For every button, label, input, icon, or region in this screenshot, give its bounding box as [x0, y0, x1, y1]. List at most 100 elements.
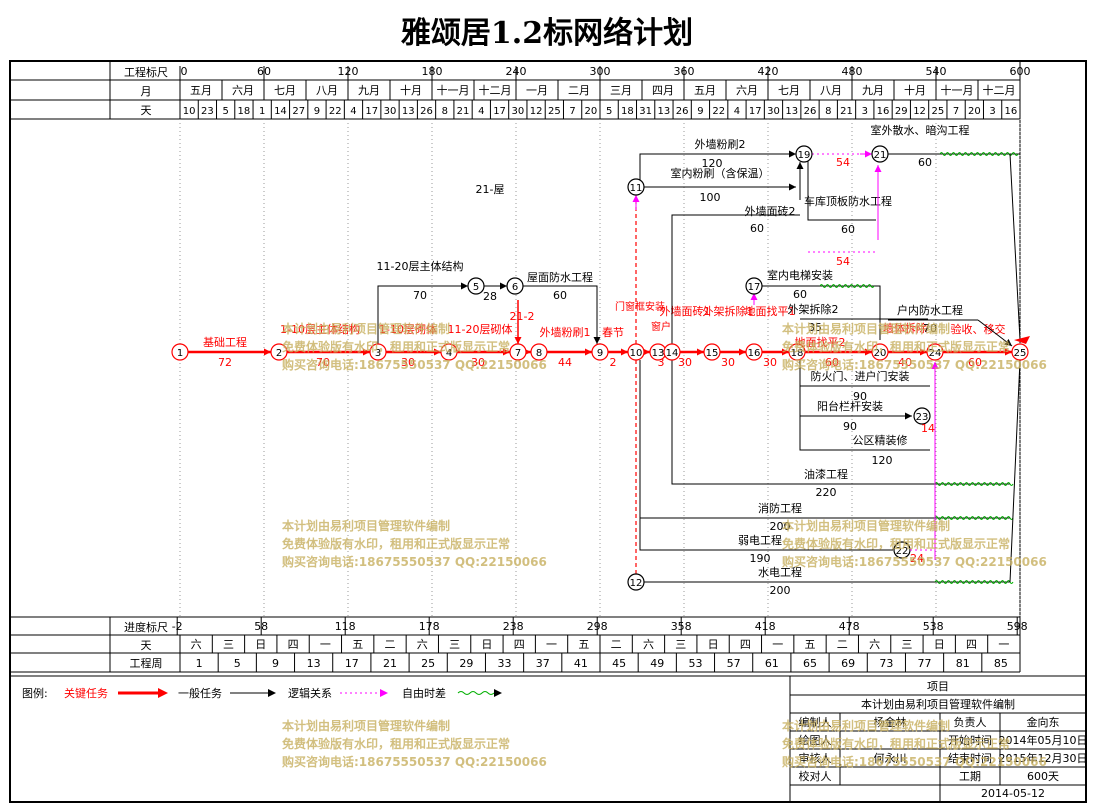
float-wave — [934, 580, 1014, 584]
task-ground2: 地面找平2 — [795, 335, 846, 349]
legend-float-wave — [457, 691, 495, 695]
task-line — [671, 360, 1010, 485]
week-label: 53 — [688, 657, 702, 670]
project-label: 项目 — [927, 680, 949, 693]
day-label: 25 — [931, 106, 944, 117]
day-label: 9 — [314, 106, 320, 117]
day-label: 31 — [639, 106, 652, 117]
label: 120 — [872, 454, 893, 467]
node-number: 6 — [512, 282, 518, 293]
weekday-label: 日 — [255, 638, 266, 651]
label: 90 — [853, 390, 867, 403]
node-number: 14 — [666, 348, 679, 359]
watermark-text: 本计划由易利项目管理软件编制 — [782, 518, 950, 533]
info-table — [789, 676, 1086, 802]
week-label: 5 — [234, 657, 241, 670]
day-label: 22 — [329, 106, 342, 117]
day-label: 3 — [989, 106, 995, 117]
progress-tick-label: 298 — [587, 620, 608, 633]
watermark-text: 本计划由易利项目管理软件编制 — [782, 718, 950, 733]
task-line — [762, 285, 881, 340]
legend-normal-label: 一般任务 — [178, 687, 222, 700]
label: 35 — [808, 321, 822, 334]
week-label: 1 — [196, 657, 203, 670]
watermark-text: 购买咨询电话:18675550537 QQ:22150066 — [782, 554, 1047, 569]
label: 70 — [316, 356, 330, 369]
weekday-label: 三 — [449, 638, 460, 651]
week-label: 29 — [459, 657, 473, 670]
weekday-label: 一 — [320, 638, 331, 651]
weekday-label: 三 — [223, 638, 234, 651]
label: 54 — [836, 156, 850, 169]
node-number: 3 — [375, 348, 381, 359]
label: 40 — [898, 356, 912, 369]
day-label: 17 — [493, 106, 506, 117]
month-row-label: 月 — [141, 85, 152, 98]
task-line — [377, 285, 468, 344]
task-foundation: 基础工程 — [203, 336, 247, 349]
day-label: 5 — [222, 106, 228, 117]
task-line — [1009, 359, 1021, 583]
weekday-label: 六 — [643, 638, 654, 651]
task-balcony: 阳台栏杆安装 — [817, 399, 883, 413]
day-label: 30 — [511, 106, 524, 117]
label: 28 — [483, 290, 497, 303]
watermark-text: 购买咨询电话:18675550537 QQ:22150066 — [282, 754, 547, 769]
task-line — [671, 214, 720, 344]
scale-tick-label: 60 — [257, 65, 271, 78]
progress-tick-label: -2 — [172, 620, 183, 633]
month-label: 八月 — [316, 84, 338, 97]
month-label: 十二月 — [983, 83, 1016, 97]
task-elevator: 室内电梯安装 — [767, 268, 833, 282]
day-label: 4 — [350, 106, 356, 117]
day-label: 16 — [877, 106, 890, 117]
day-label: 7 — [569, 106, 575, 117]
weekday-label: 日 — [481, 638, 492, 651]
week-label: 73 — [879, 657, 893, 670]
day-label: 18 — [621, 106, 634, 117]
watermark-text: 本计划由易利项目管理软件编制 — [282, 518, 450, 533]
scale-tick-label: 120 — [338, 65, 359, 78]
task-line — [807, 154, 876, 221]
node-number: 23 — [916, 412, 929, 423]
task-paint: 油漆工程 — [804, 467, 848, 481]
weekday-label: 四 — [514, 638, 525, 651]
drawer-label: 绘图人 — [799, 733, 832, 747]
reviewer-label: 审核人 — [799, 751, 832, 765]
month-label: 二月 — [568, 84, 590, 97]
node-11: 11 — [627, 178, 645, 196]
month-label: 八月 — [820, 84, 842, 97]
scale-tick-label: 540 — [926, 65, 947, 78]
scale-tick-label: 180 — [422, 65, 443, 78]
month-label: 十一月 — [437, 83, 470, 97]
label: 14 — [921, 422, 935, 435]
duration-value: 600天 — [1027, 770, 1059, 783]
day-label: 25 — [548, 106, 561, 117]
week-label: 17 — [345, 657, 359, 670]
node-number: 18 — [791, 348, 804, 359]
node-number: 15 — [706, 348, 719, 359]
task-garage: 车库顶板防水工程 — [804, 194, 892, 208]
node-number: 19 — [798, 150, 811, 161]
node-12: 12 — [627, 573, 645, 591]
day-label: 20 — [968, 106, 981, 117]
node-number: 12 — [630, 578, 643, 589]
day-label: 10 — [183, 106, 196, 117]
watermark-text: 免费体验版有水印，租用和正式版显示正常 — [782, 736, 1010, 751]
label: 30 — [721, 356, 735, 369]
scale-tick-label: 240 — [506, 65, 527, 78]
legend-logic-label: 逻辑关系 — [288, 686, 332, 700]
weekday-label: 四 — [966, 638, 977, 651]
label: 200 — [770, 520, 791, 533]
week-label: 65 — [803, 657, 817, 670]
task-wallremove: 墙体拆除 — [883, 321, 927, 335]
node-number: 16 — [748, 348, 761, 359]
label: 190 — [750, 552, 771, 565]
day-label: 22 — [712, 106, 725, 117]
task-main1120: 11-20层主体结构 — [377, 259, 464, 273]
node-13: 13 — [649, 343, 667, 361]
week-row-label: 工程周 — [130, 657, 163, 670]
node-number: 22 — [896, 546, 909, 557]
progress-tick-label: 238 — [503, 620, 524, 633]
node-2: 2 — [270, 343, 288, 361]
